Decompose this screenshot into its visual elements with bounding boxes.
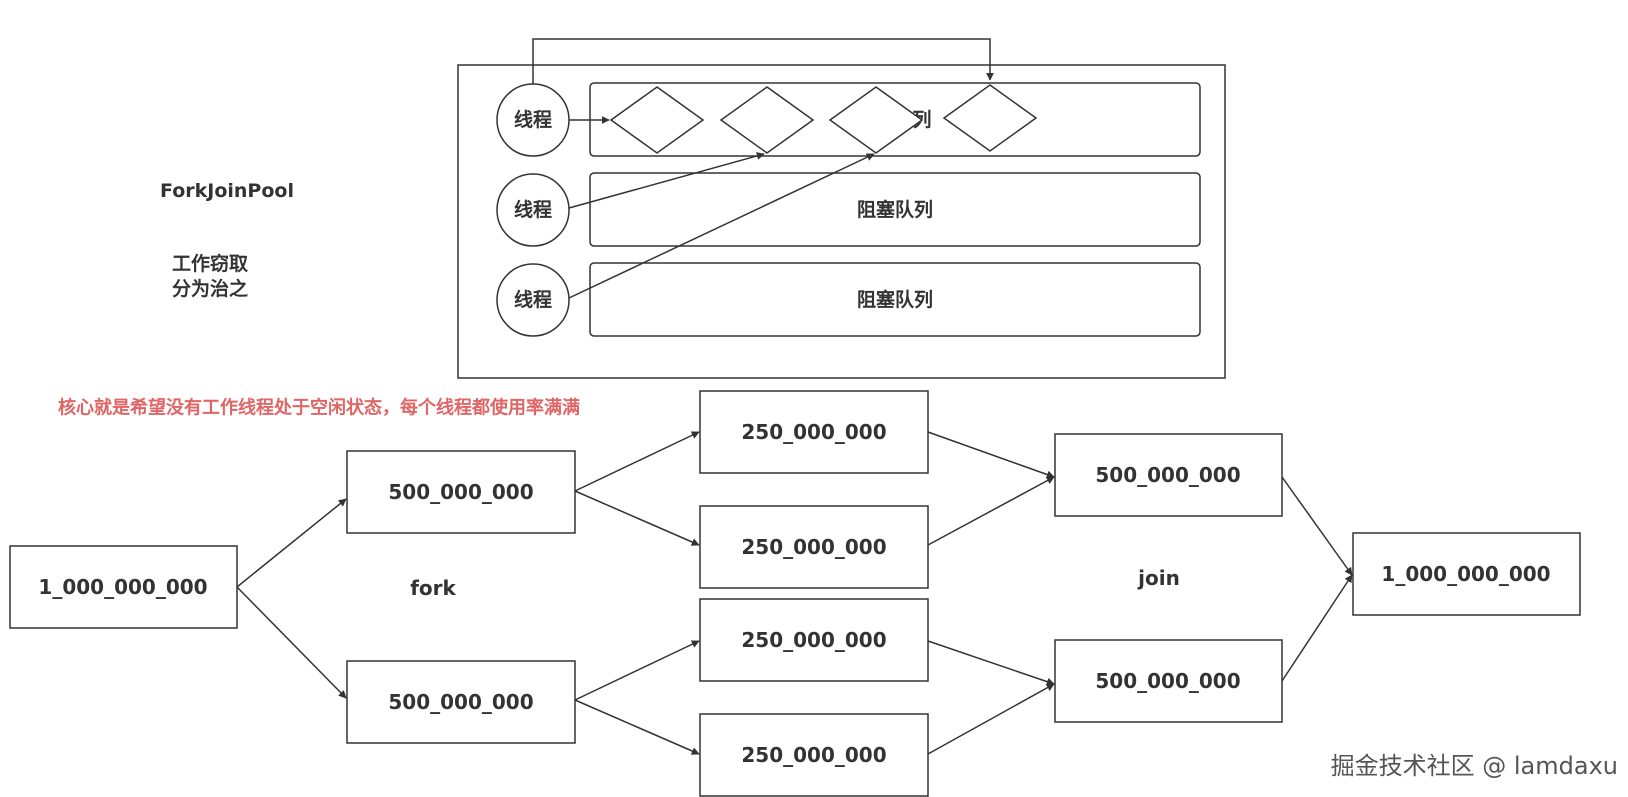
task-result-label: 1_000_000_000 (1381, 562, 1550, 586)
arrow-leaf-3-to-join-bottom (927, 640, 1055, 686)
thread-1-label: 线程 (514, 108, 552, 131)
fork-phase-label: fork (410, 576, 456, 600)
task-box-root (9, 545, 238, 629)
highlight-note: 核心就是希望没有工作线程处于空闲状态，每个线程都使用率满满 (58, 397, 580, 419)
thread-3-steal-arrow (568, 153, 875, 299)
task-diamond-2 (719, 86, 815, 154)
arrow-leaf-1-to-join-top (927, 431, 1055, 479)
thread-3-label: 线程 (514, 288, 552, 311)
task-root-label: 1_000_000_000 (38, 575, 207, 599)
task-leaf-4-label: 250_000_000 (741, 743, 886, 767)
thread-2-label: 线程 (514, 198, 552, 221)
task-box-join-top (1054, 433, 1283, 517)
arrow-join-top-to-result (1281, 476, 1353, 576)
task-box-leaf-4 (699, 713, 929, 797)
task-box-result (1352, 532, 1581, 616)
task-box-fork-bottom (346, 660, 576, 744)
arrow-join-bottom-to-result (1281, 574, 1353, 682)
arrow-fork-bottom-to-leaf-4 (574, 699, 700, 755)
thread-2-steal-arrow (568, 152, 765, 209)
arrow-fork-top-to-leaf-2 (574, 490, 700, 546)
task-diamond-1 (609, 86, 705, 154)
pool-label: ForkJoinPool (160, 180, 294, 202)
task-fork-bottom-label: 500_000_000 (388, 690, 533, 714)
task-box-fork-top (346, 450, 576, 534)
task-diamond-3 (828, 86, 924, 154)
pool-note-2: 分为治之 (172, 277, 248, 300)
work-queue-3 (589, 262, 1201, 337)
task-box-leaf-2 (699, 505, 929, 589)
pool-note-1: 工作窃取 (172, 252, 248, 275)
task-leaf-2-label: 250_000_000 (741, 535, 886, 559)
join-phase-label: join (1137, 566, 1180, 590)
task-box-leaf-1 (699, 390, 929, 474)
task-leaf-1-label: 250_000_000 (741, 420, 886, 444)
task-diamond-4 (942, 84, 1038, 152)
thread-circle-3 (496, 263, 570, 337)
thread-circle-2 (496, 173, 570, 247)
work-queue-2 (589, 172, 1201, 247)
watermark: 掘金技术社区 @ lamdaxu (1331, 752, 1618, 780)
arrow-root-to-fork-bottom (236, 586, 347, 699)
queue-2-label: 阻塞队列 (857, 198, 933, 221)
task-fork-top-label: 500_000_000 (388, 480, 533, 504)
task-join-bottom-label: 500_000_000 (1095, 669, 1240, 693)
arrow-fork-bottom-to-leaf-3 (574, 640, 700, 701)
task-join-top-label: 500_000_000 (1095, 463, 1240, 487)
queue-3-label: 阻塞队列 (857, 288, 933, 311)
task-leaf-3-label: 250_000_000 (741, 628, 886, 652)
arrow-leaf-4-to-join-bottom (927, 683, 1055, 755)
task-box-leaf-3 (699, 598, 929, 682)
work-steal-loop-arrow (532, 38, 994, 84)
arrow-leaf-2-to-join-top (927, 476, 1055, 546)
arrow-fork-top-to-leaf-1 (574, 431, 700, 492)
arrow-root-to-fork-top (236, 498, 347, 588)
